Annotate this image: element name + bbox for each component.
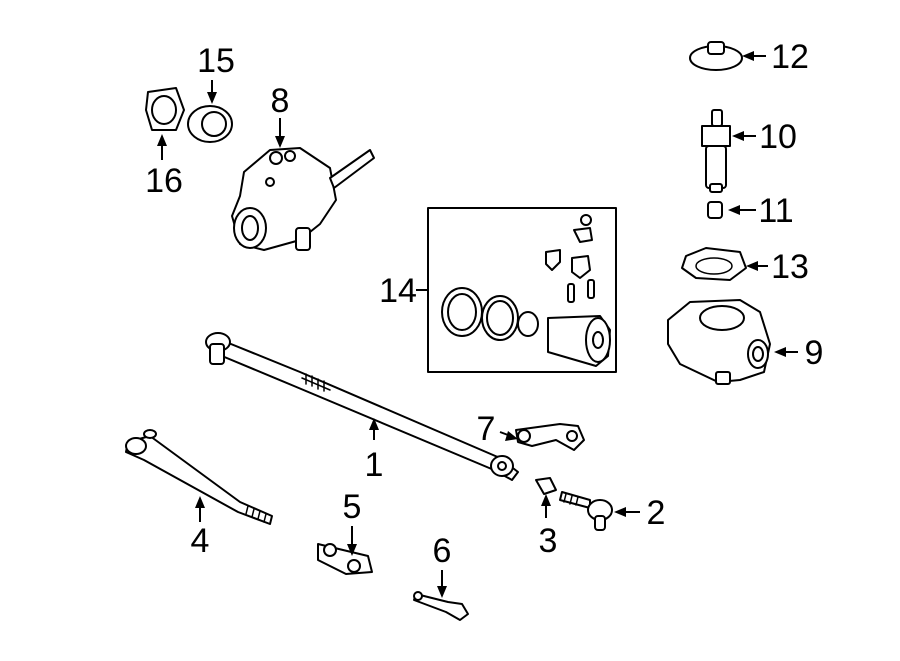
callout-10: 10	[759, 118, 797, 156]
callout-labels: 1 2 3 4 5 6 7 8 9 10 11 12 13 14 15 16	[145, 38, 823, 570]
callout-12: 12	[771, 38, 809, 76]
callout-15: 15	[197, 42, 235, 80]
part-14-seal-kit	[427, 207, 617, 373]
callout-13: 13	[771, 248, 809, 286]
part-8-steering-gear	[231, 147, 375, 251]
part-6-stud	[413, 591, 469, 621]
callout-2: 2	[647, 494, 666, 532]
part-16-seal-ring	[145, 87, 185, 131]
part-5-clamp	[317, 543, 373, 575]
part-4-tie-rod	[125, 429, 273, 525]
callout-8: 8	[271, 82, 290, 120]
part-11-bushing	[707, 201, 723, 219]
part-13-gasket	[681, 247, 747, 281]
part-10-sector-shaft	[701, 109, 731, 193]
part-7-pitman-arm	[515, 423, 585, 451]
callout-5: 5	[343, 488, 362, 526]
part-15-bearing	[187, 105, 233, 143]
callout-16: 16	[145, 162, 183, 200]
callout-4: 4	[191, 522, 210, 560]
part-3-sleeve	[535, 477, 557, 495]
part-1-center-link	[205, 332, 519, 481]
callout-14: 14	[379, 272, 417, 310]
part-12-cover	[689, 41, 743, 71]
part-2-tie-rod-end	[559, 491, 613, 531]
callout-3: 3	[539, 522, 558, 560]
part-9-housing	[667, 299, 771, 385]
callout-6: 6	[433, 532, 452, 570]
callout-9: 9	[805, 334, 824, 372]
callout-11: 11	[758, 192, 793, 230]
callout-1: 1	[365, 446, 384, 484]
leader-lines	[157, 51, 798, 598]
callout-7: 7	[477, 410, 496, 448]
